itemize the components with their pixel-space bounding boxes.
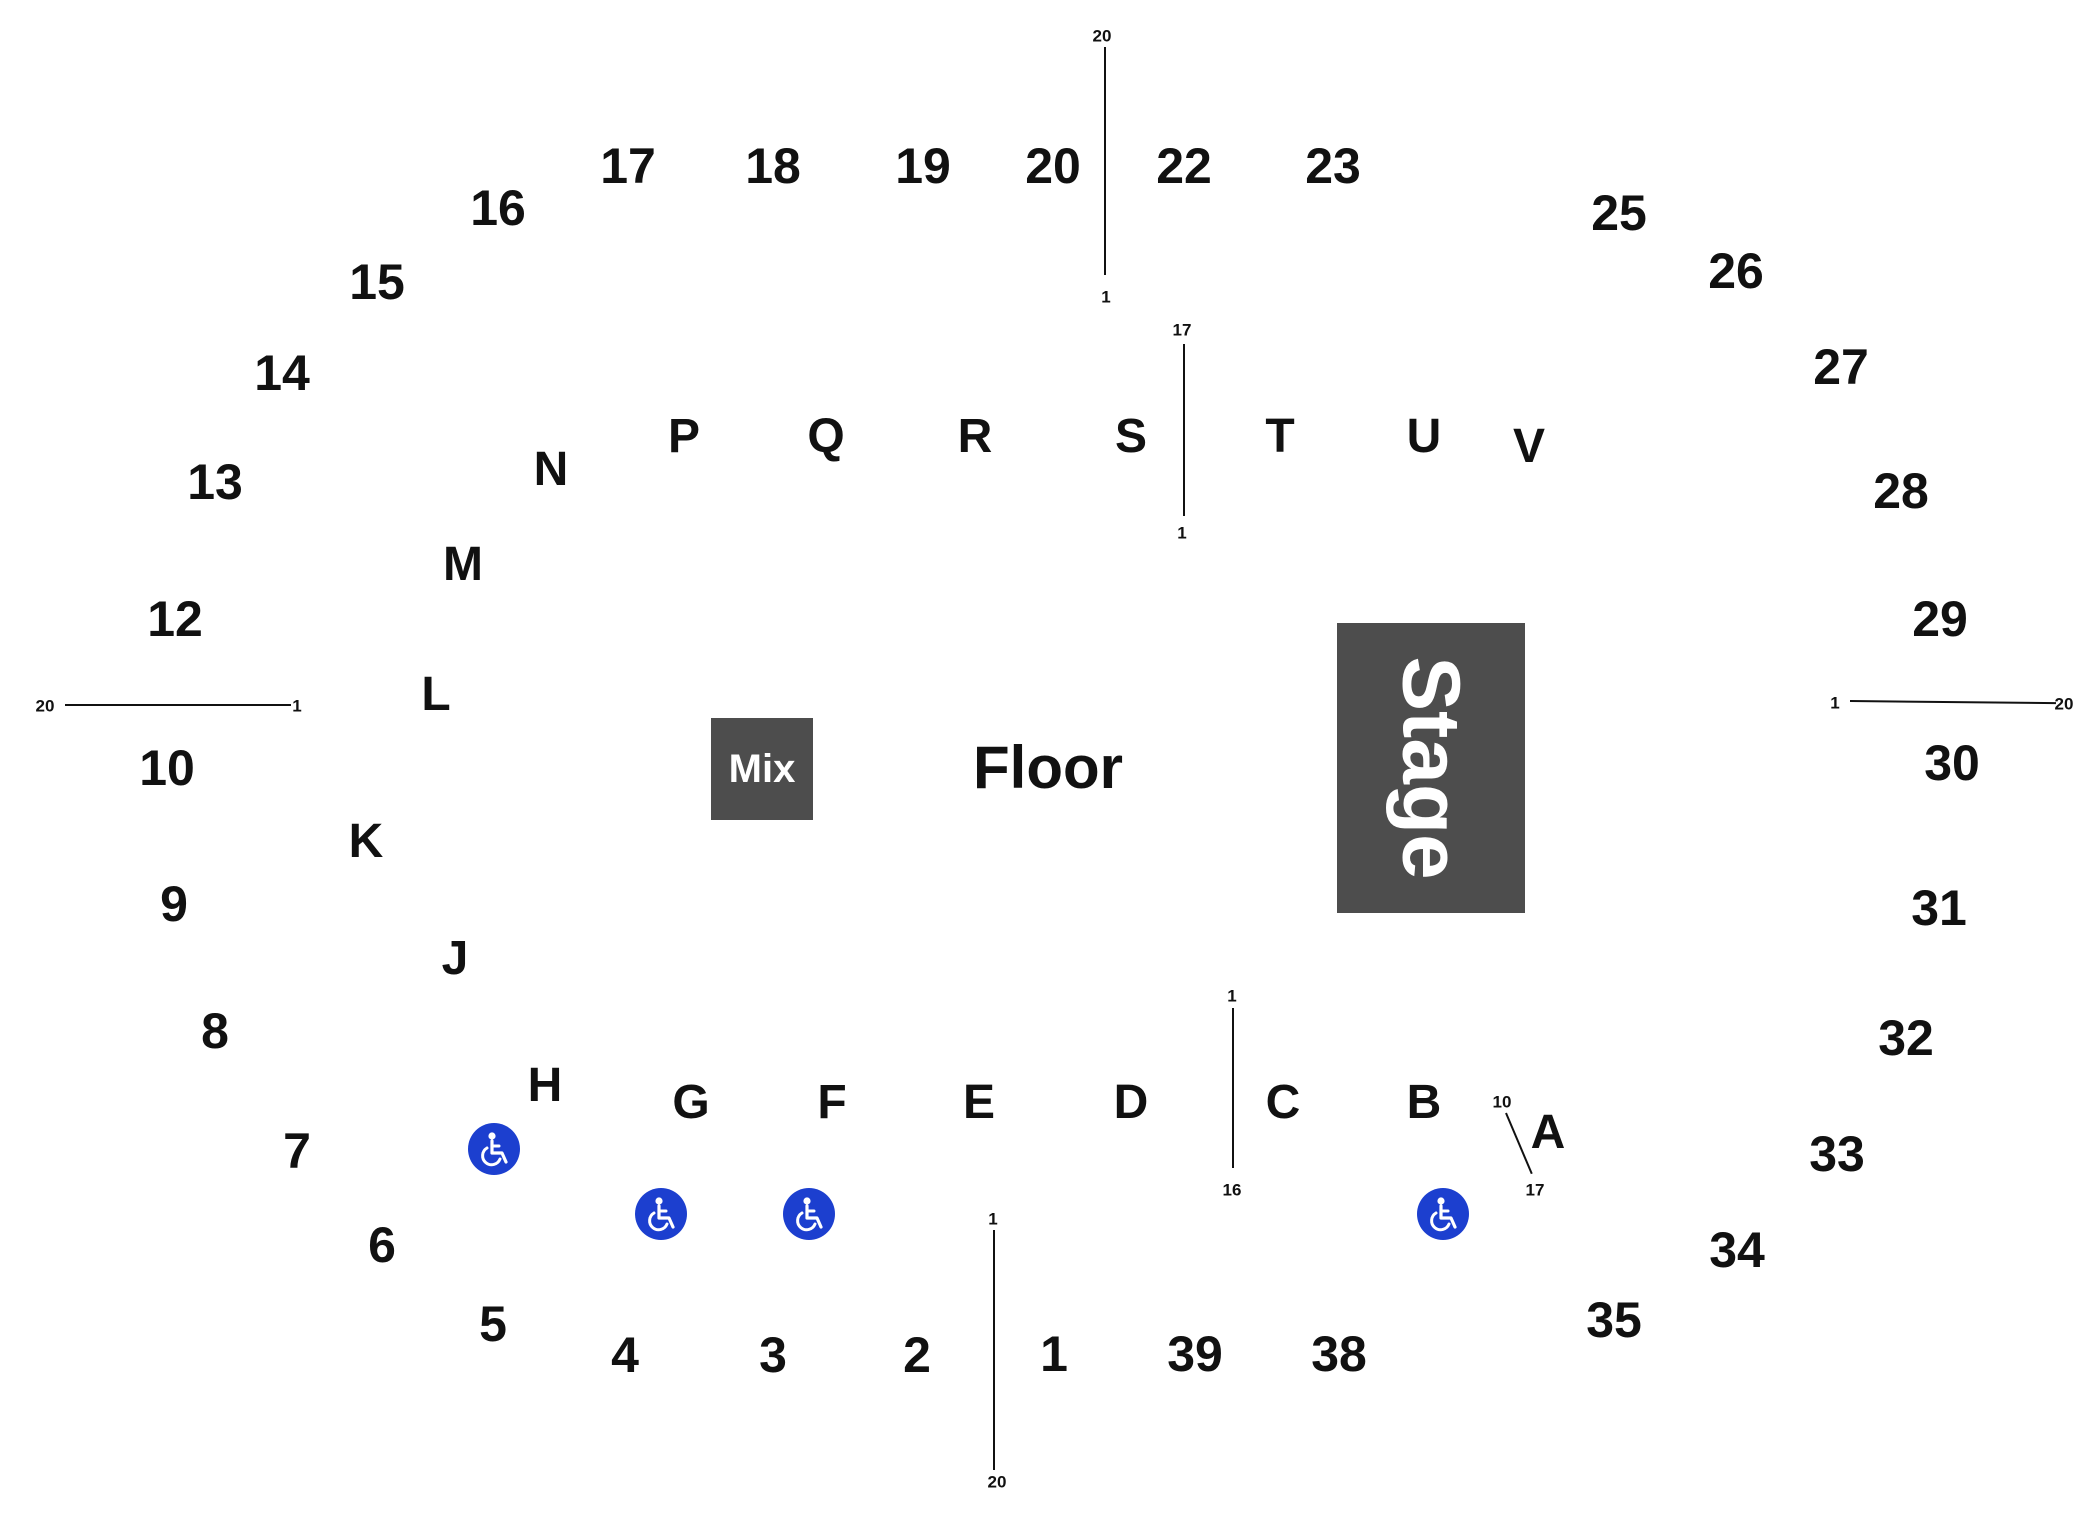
floor-row-label[interactable]: D xyxy=(1113,1076,1149,1129)
section-label[interactable]: 26 xyxy=(1708,243,1764,299)
seat-number: 20 xyxy=(35,696,55,716)
wheelchair-icon xyxy=(635,1188,687,1240)
floor-label: Floor xyxy=(973,734,1123,801)
section-label[interactable]: 6 xyxy=(368,1217,396,1273)
wheelchair-icon xyxy=(783,1188,835,1240)
section-label[interactable]: 33 xyxy=(1809,1126,1865,1182)
seat-number: 20 xyxy=(2054,694,2074,714)
floor-row-label[interactable]: J xyxy=(441,932,469,985)
floor-row-label[interactable]: T xyxy=(1265,410,1295,463)
section-label[interactable]: 3 xyxy=(759,1327,787,1383)
floor-row-label[interactable]: P xyxy=(667,410,701,463)
section-label[interactable]: 32 xyxy=(1878,1010,1934,1066)
floor-row-label[interactable]: S xyxy=(1114,410,1148,463)
section-label[interactable]: 8 xyxy=(201,1003,229,1059)
section-label[interactable]: 35 xyxy=(1586,1292,1642,1348)
floor-row-label[interactable]: R xyxy=(957,410,993,463)
section-label[interactable]: 16 xyxy=(470,180,526,236)
floor-row-label[interactable]: G xyxy=(672,1076,710,1129)
floor-row-label[interactable]: F xyxy=(817,1076,847,1129)
aisle-line-bottom xyxy=(993,1230,995,1470)
stage-label: Stage xyxy=(1386,656,1477,880)
floor-row-label[interactable]: U xyxy=(1406,410,1442,463)
section-label[interactable]: 12 xyxy=(147,591,203,647)
floor-row-label[interactable]: V xyxy=(1512,420,1546,473)
section-label[interactable]: 1 xyxy=(1040,1326,1068,1382)
seat-number: 1 xyxy=(292,696,302,716)
section-label[interactable]: 31 xyxy=(1911,880,1967,936)
section-label[interactable]: 19 xyxy=(895,138,951,194)
mix-label: Mix xyxy=(728,746,796,791)
aisle-line-floor-top xyxy=(1183,344,1185,516)
mix-position: Mix xyxy=(711,718,813,820)
section-label[interactable]: 5 xyxy=(479,1296,507,1352)
section-label[interactable]: 15 xyxy=(349,254,405,310)
wheelchair-icon xyxy=(468,1123,520,1175)
section-label[interactable]: 38 xyxy=(1311,1326,1367,1382)
section-label[interactable]: 23 xyxy=(1305,138,1361,194)
section-label[interactable]: 7 xyxy=(283,1123,311,1179)
seat-number: 17 xyxy=(1172,320,1192,340)
seat-number: 20 xyxy=(1092,26,1112,46)
section-label[interactable]: 28 xyxy=(1873,463,1929,519)
section-label[interactable]: 18 xyxy=(745,138,801,194)
section-label[interactable]: 2 xyxy=(903,1327,931,1383)
section-label[interactable]: 13 xyxy=(187,454,243,510)
section-label[interactable]: 27 xyxy=(1813,339,1869,395)
seat-number: 1 xyxy=(1177,523,1187,543)
section-label[interactable]: 9 xyxy=(160,876,188,932)
section-label[interactable]: 17 xyxy=(600,138,656,194)
section-label[interactable]: 39 xyxy=(1167,1326,1223,1382)
floor-row-label[interactable]: N xyxy=(533,443,569,496)
section-label[interactable]: 20 xyxy=(1025,138,1081,194)
seat-number: 1 xyxy=(988,1209,998,1229)
section-label[interactable]: 30 xyxy=(1924,735,1980,791)
floor-row-label[interactable]: K xyxy=(348,815,384,868)
seat-number: 17 xyxy=(1525,1180,1545,1200)
aisle-line-row-a xyxy=(1505,1112,1533,1175)
stage: Stage xyxy=(1337,623,1525,913)
floor-row-label[interactable]: M xyxy=(443,538,483,591)
seat-number: 1 xyxy=(1830,693,1840,713)
seat-number: 1 xyxy=(1227,986,1237,1006)
section-label[interactable]: 25 xyxy=(1591,185,1647,241)
section-label[interactable]: 14 xyxy=(254,345,310,401)
floor-row-label[interactable]: E xyxy=(962,1076,996,1129)
aisle-line-left xyxy=(65,704,291,706)
section-label[interactable]: 22 xyxy=(1156,138,1212,194)
floor-row-label[interactable]: H xyxy=(527,1059,563,1112)
section-label[interactable]: 10 xyxy=(139,740,195,796)
aisle-line-right xyxy=(1849,700,2056,705)
section-label[interactable]: 4 xyxy=(611,1327,639,1383)
floor-row-label[interactable]: B xyxy=(1406,1076,1442,1129)
seat-number: 1 xyxy=(1101,287,1111,307)
floor-row-label[interactable]: Q xyxy=(807,410,845,463)
seat-number: 20 xyxy=(987,1472,1007,1492)
floor-row-label[interactable]: C xyxy=(1265,1076,1301,1129)
aisle-line-top xyxy=(1104,47,1106,275)
aisle-line-floor-bottom xyxy=(1232,1008,1234,1168)
section-label[interactable]: 29 xyxy=(1912,591,1968,647)
seat-number: 16 xyxy=(1222,1180,1242,1200)
wheelchair-icon xyxy=(1417,1188,1469,1240)
seat-number: 10 xyxy=(1492,1092,1512,1112)
section-label[interactable]: 34 xyxy=(1709,1222,1765,1278)
floor-row-label[interactable]: L xyxy=(421,668,451,721)
floor-row-label[interactable]: A xyxy=(1530,1106,1566,1159)
